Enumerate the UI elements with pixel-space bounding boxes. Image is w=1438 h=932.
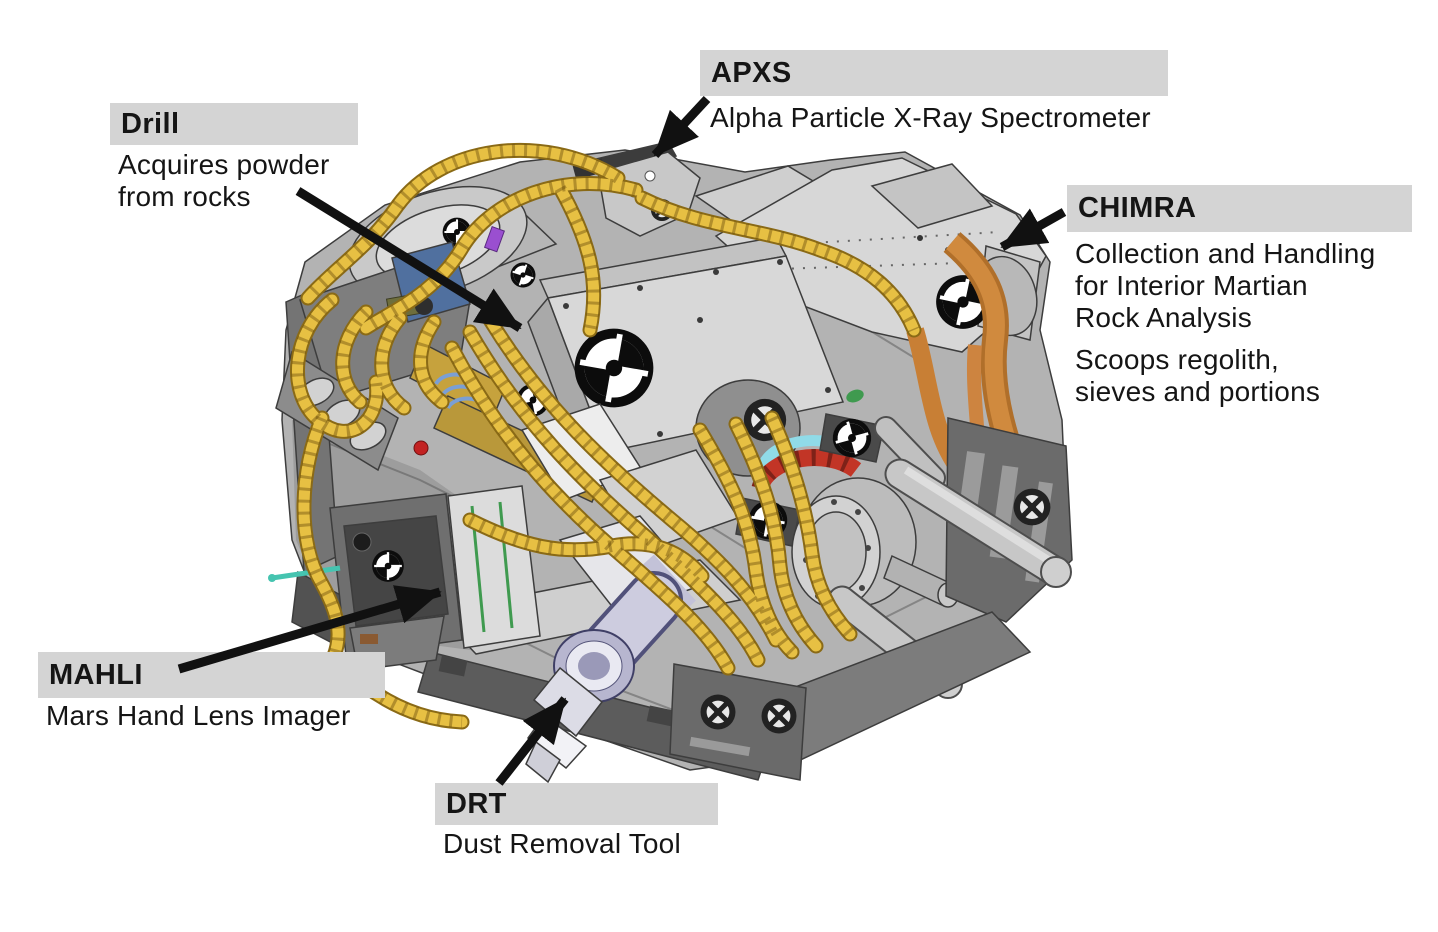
- drt-description: Dust Removal Tool: [443, 828, 681, 860]
- mahli-description: Mars Hand Lens Imager: [46, 700, 351, 732]
- text-line: Acquires powder: [118, 149, 330, 180]
- text-line: Dust Removal Tool: [443, 828, 681, 859]
- text-line: from rocks: [118, 181, 251, 212]
- spoke-wheel-icon: [701, 695, 736, 730]
- drt-label: DRT: [435, 783, 718, 825]
- teal-probe: [271, 565, 341, 581]
- text-line: Alpha Particle X-Ray Spectrometer: [710, 102, 1151, 133]
- drill-description: Acquires powder from rocks: [118, 149, 330, 213]
- spoke-wheel-icon: [1014, 489, 1051, 526]
- text-line: for Interior Martian: [1075, 270, 1308, 301]
- text-line: sieves and portions: [1075, 376, 1321, 407]
- spoke-wheel-icon: [762, 699, 797, 734]
- text-line: Mars Hand Lens Imager: [46, 700, 351, 731]
- chimra-description-2: Scoops regolith, sieves and portions: [1075, 344, 1320, 408]
- contact-probes: [827, 416, 1072, 699]
- chimra-description: Collection and Handling for Interior Mar…: [1075, 238, 1375, 334]
- drill-label: Drill: [110, 103, 358, 145]
- text-line: Scoops regolith,: [1075, 344, 1279, 375]
- apxs-description: Alpha Particle X-Ray Spectrometer: [710, 102, 1151, 134]
- chimra-label: CHIMRA: [1067, 185, 1412, 232]
- mahli-lens: [352, 532, 372, 552]
- mahli-label: MAHLI: [38, 652, 385, 698]
- text-line: Collection and Handling: [1075, 238, 1376, 269]
- calibration-target-icon: [371, 549, 405, 583]
- text-line: Rock Analysis: [1075, 302, 1252, 333]
- apxs-label: APXS: [700, 50, 1168, 96]
